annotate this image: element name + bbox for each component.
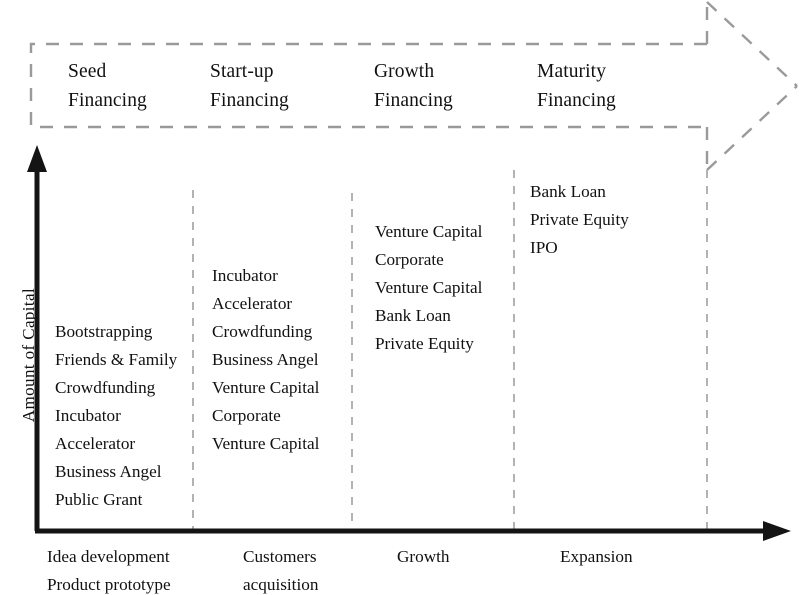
x-caption-customers-acquisition: Customers acquisition [243,547,319,594]
x-caption-growth: Growth [397,547,450,566]
arrow-body-outline [29,42,707,129]
stages-arrow-banner [29,1,798,171]
stage-header-startup: Start-up Financing [210,61,289,111]
arrow-head-upper-diagonal [706,1,798,87]
y-axis-title: Amount of Capital [19,287,38,423]
x-caption-expansion: Expansion [560,547,633,566]
y-axis-arrowhead [27,145,47,172]
column-instruments-seed: Bootstrapping Friends & Family Crowdfund… [55,322,178,509]
arrow-head-lower-diagonal [706,85,798,171]
column-instruments-growth: Venture Capital Corporate Venture Capita… [375,222,483,353]
stage-header-growth: Growth Financing [374,61,453,111]
stage-header-seed: Seed Financing [68,61,147,111]
x-caption-idea-development: Idea development Product prototype [47,547,171,594]
column-instruments-maturity: Bank Loan Private Equity IPO [530,182,629,257]
column-instruments-startup: Incubator Accelerator Crowdfunding Busin… [212,266,320,453]
x-axis-arrowhead [763,521,791,541]
stage-header-maturity: Maturity Financing [537,61,616,111]
